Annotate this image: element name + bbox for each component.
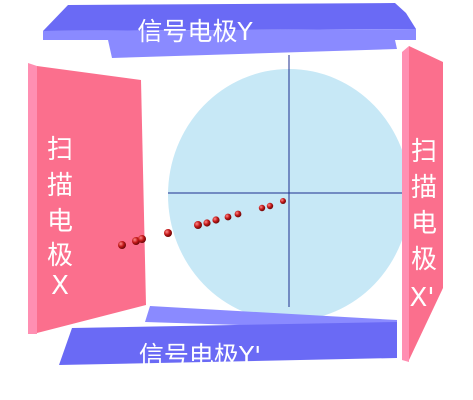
plate-left-char: X bbox=[51, 271, 69, 301]
electron bbox=[280, 198, 286, 204]
electron bbox=[258, 204, 266, 212]
signal-plate-y-bottom: 信号电极Y' bbox=[59, 306, 397, 370]
electron bbox=[138, 235, 146, 243]
plate-left-side bbox=[28, 63, 37, 334]
electron bbox=[164, 229, 172, 237]
electron bbox=[234, 210, 242, 218]
plate-label-bottom: 信号电极Y' bbox=[139, 341, 261, 370]
electron-beam bbox=[118, 198, 286, 249]
plate-top-face bbox=[43, 3, 416, 31]
electron bbox=[266, 202, 274, 210]
electron bbox=[194, 221, 202, 229]
plate-left-label: 扫 描 电 极 X bbox=[47, 135, 73, 301]
electron bbox=[224, 213, 232, 221]
plate-left-char: 极 bbox=[47, 241, 73, 271]
plate-top-edge bbox=[43, 29, 416, 40]
fluorescent-screen bbox=[168, 55, 410, 321]
plate-right-char: 极 bbox=[411, 245, 437, 275]
plate-left-char: 扫 bbox=[47, 135, 73, 165]
plate-right-char: 扫 bbox=[411, 137, 437, 167]
plate-left-char: 描 bbox=[47, 171, 73, 201]
sweep-plate-x-right: 扫 描 电 极 X' bbox=[402, 46, 443, 362]
plate-right-side bbox=[402, 46, 409, 362]
plate-right-char: 电 bbox=[411, 209, 437, 239]
plate-right-char: X' bbox=[410, 283, 435, 313]
electron bbox=[118, 241, 126, 249]
plate-left-face bbox=[37, 66, 146, 333]
electron bbox=[203, 219, 211, 227]
plate-bottom-face bbox=[59, 322, 397, 365]
plate-left-char: 电 bbox=[47, 207, 73, 237]
sweep-plate-x-left: 扫 描 电 极 X bbox=[28, 63, 146, 334]
electron bbox=[212, 216, 220, 224]
plate-right-face bbox=[409, 46, 443, 360]
plate-top-underside bbox=[108, 40, 397, 58]
signal-plate-y-top: 信号电极Y bbox=[43, 3, 416, 58]
plate-label-top: 信号电极Y bbox=[137, 17, 253, 46]
plate-right-label: 扫 描 电 极 X' bbox=[410, 137, 437, 313]
plate-right-char: 描 bbox=[411, 173, 437, 203]
